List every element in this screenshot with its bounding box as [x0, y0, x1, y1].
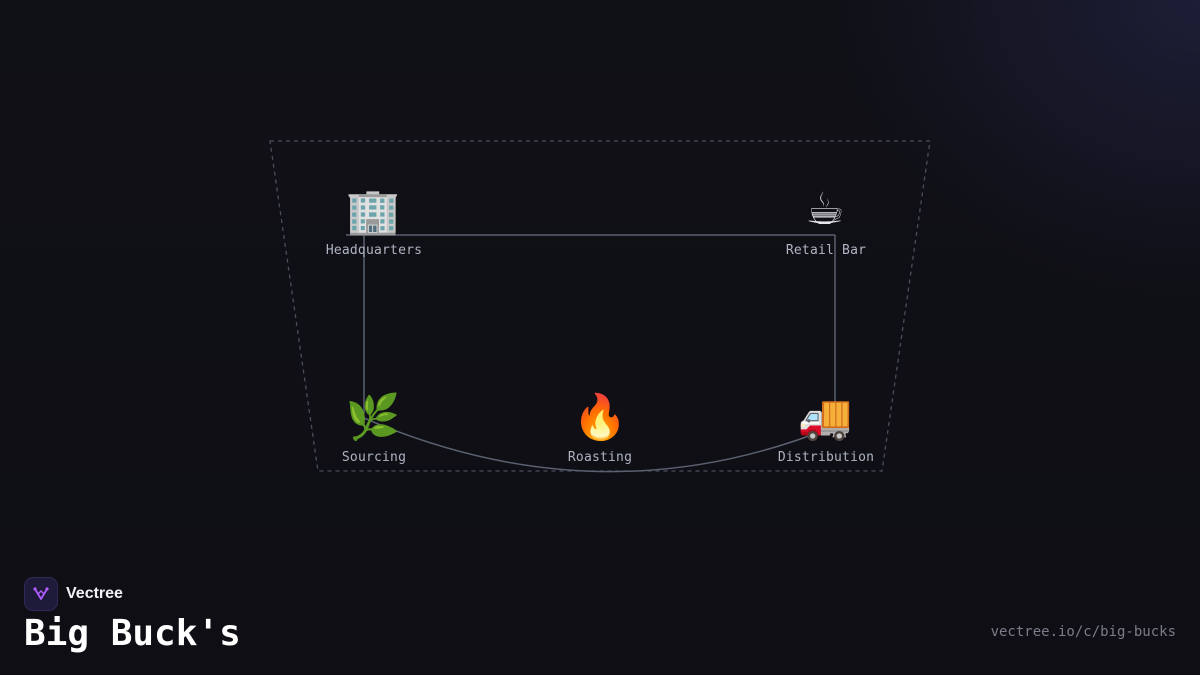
node-label-roasting: Roasting [567, 450, 633, 465]
edge-sourcing-distribution [363, 417, 831, 473]
herb-icon[interactable]: 🌿 [345, 392, 401, 443]
brand[interactable]: Vectree [24, 577, 123, 611]
delivery-truck-icon[interactable]: 🚚 [797, 392, 853, 443]
office-building-icon[interactable]: 🏢 [345, 186, 401, 237]
node-label-distribution: Distribution [777, 450, 875, 465]
node-label-sourcing: Sourcing [341, 450, 407, 465]
node-label-headquarters: Headquarters [325, 243, 423, 258]
page-url[interactable]: vectree.io/c/big-bucks [990, 624, 1176, 640]
page-title: Big Buck's [24, 613, 241, 654]
brand-name: Vectree [66, 585, 123, 602]
node-label-retail-bar: Retail Bar [785, 243, 867, 258]
group-boundary [269, 140, 931, 472]
fire-icon[interactable]: 🔥 [572, 392, 628, 443]
hot-coffee-icon[interactable]: ☕ [805, 184, 845, 235]
vectree-fork-icon [24, 577, 58, 611]
